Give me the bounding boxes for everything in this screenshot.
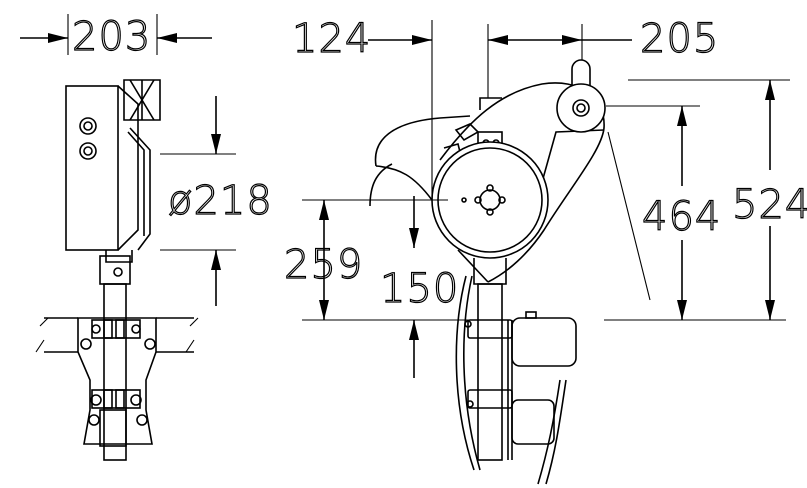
- dimension-524: 524: [628, 79, 807, 320]
- dimension-205: 205: [487, 15, 719, 98]
- pulley-side: [123, 79, 161, 251]
- top-pulley: [556, 59, 606, 133]
- knob-lower: [79, 142, 97, 160]
- dim-label-203: 203: [72, 14, 151, 60]
- side-view: 203 ø218: [20, 13, 273, 461]
- dim-label-259: 259: [284, 242, 363, 288]
- dimension-150: 150: [379, 196, 459, 378]
- main-wheel: [431, 141, 549, 259]
- dim-label-150: 150: [380, 266, 459, 312]
- mast-column: [103, 283, 127, 461]
- dimension-218: ø218: [160, 96, 273, 306]
- dim-label-205: 205: [640, 16, 719, 62]
- dim-label-524: 524: [732, 182, 807, 228]
- dimension-203: 203: [20, 13, 212, 61]
- front-mast: [467, 258, 513, 461]
- knob-upper: [79, 117, 97, 135]
- clamp-bracket: [35, 317, 199, 447]
- front-view: 124 205: [283, 15, 807, 485]
- dim-label-218: ø218: [168, 178, 273, 224]
- dimension-464: 464: [604, 105, 786, 321]
- housing-box: [65, 85, 119, 251]
- clamp-pads: [511, 311, 577, 445]
- dimension-124: 124: [291, 15, 433, 200]
- dimension-259: 259: [283, 199, 470, 321]
- cables: [455, 131, 651, 485]
- dim-label-124: 124: [292, 16, 371, 62]
- dim-label-464: 464: [642, 194, 721, 240]
